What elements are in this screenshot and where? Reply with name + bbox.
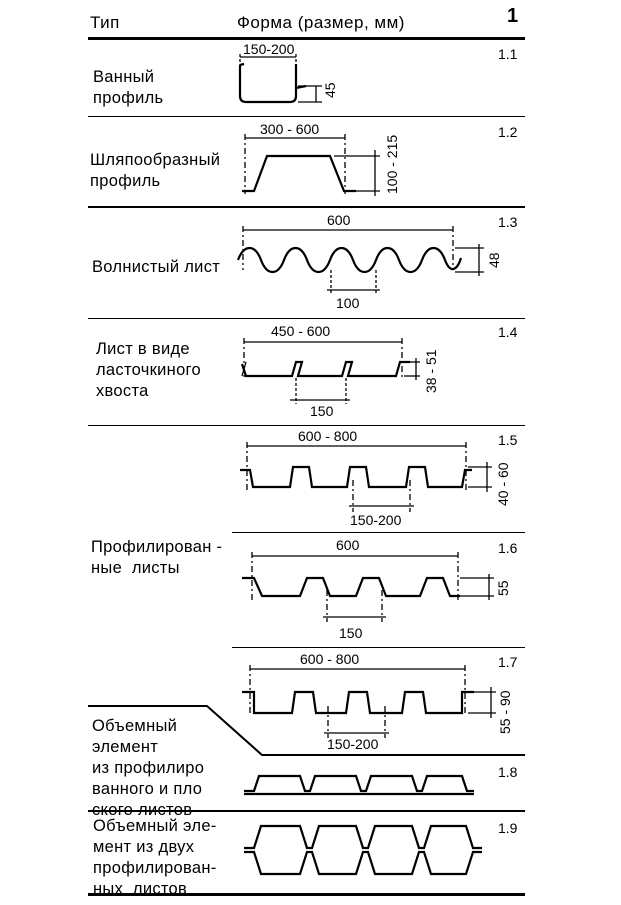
row-divider <box>88 810 525 812</box>
row-number: 1.2 <box>498 124 518 140</box>
dimension-label: 450 - 600 <box>271 323 330 339</box>
type-label: Лист в виде ласточкиного хвоста <box>96 340 201 400</box>
bath-profile-drawing <box>238 54 322 104</box>
type-label: Волнистый лист <box>92 258 221 276</box>
profiled-sheet-drawing <box>242 552 494 622</box>
dimension-label: 38 - 51 <box>423 349 439 393</box>
dimension-label: 45 <box>322 82 338 98</box>
dimension-label: 600 - 800 <box>298 428 357 444</box>
column-header-type: Тип <box>90 13 120 32</box>
dimension-label: 150-200 <box>327 736 379 752</box>
profiled-sheet-drawing <box>240 442 492 512</box>
row-divider <box>232 647 525 648</box>
type-label: Объемный эле- мент из двух профилирован-… <box>93 817 217 898</box>
row-number: 1.3 <box>498 214 518 230</box>
dimension-label: 100 - 215 <box>384 135 400 194</box>
dimension-label: 55 <box>495 580 511 596</box>
dimension-label: 300 - 600 <box>260 121 319 137</box>
header-rule <box>88 37 525 40</box>
type-label: Ванный профиль <box>93 68 164 107</box>
row-divider <box>88 425 525 426</box>
row-number: 1.4 <box>498 324 518 340</box>
row-number: 1.7 <box>498 654 518 670</box>
group-bracket <box>88 705 525 756</box>
row-number: 1.9 <box>498 820 518 836</box>
type-label: Профилирован - ные листы <box>91 538 223 577</box>
dimension-label: 600 <box>336 537 360 553</box>
corrugated-sheet-drawing <box>236 226 484 294</box>
dimension-label: 100 <box>336 295 360 311</box>
type-label: Объемный элемент из профилиро ванного и … <box>92 717 205 819</box>
column-header-form: Форма (размер, мм) <box>237 13 405 32</box>
row-number: 1.5 <box>498 432 518 448</box>
row-number: 1.6 <box>498 540 518 556</box>
dimension-label: 150-200 <box>243 41 295 57</box>
dimension-label: 55 - 90 <box>497 690 513 734</box>
row-number: 1.8 <box>498 764 518 780</box>
row-divider <box>88 206 525 208</box>
row-divider <box>232 532 525 533</box>
dimension-label: 150 <box>310 403 334 419</box>
dovetail-sheet-drawing <box>240 338 420 404</box>
hat-profile-drawing <box>242 134 380 196</box>
profiled-sheet-drawing <box>242 665 496 738</box>
row-number: 1.1 <box>498 46 518 62</box>
dimension-label: 150-200 <box>350 512 402 528</box>
dimension-label: 48 <box>486 252 502 268</box>
dimension-label: 600 <box>327 212 351 228</box>
bottom-rule <box>88 893 525 896</box>
volume-element-drawing <box>244 774 474 796</box>
row-divider <box>88 116 525 117</box>
volume-element-drawing <box>244 824 482 876</box>
row-divider <box>88 318 525 319</box>
dimension-label: 150 <box>339 625 363 641</box>
figure-number: 1 <box>507 5 519 27</box>
dimension-label: 600 - 800 <box>300 651 359 667</box>
type-label: Шляпообразный профиль <box>90 151 221 190</box>
dimension-label: 40 - 60 <box>495 462 511 506</box>
